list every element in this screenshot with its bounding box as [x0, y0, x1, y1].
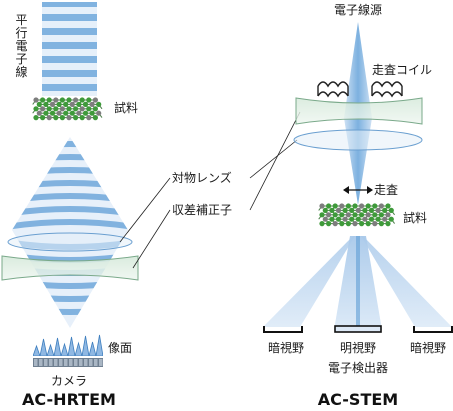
- hrtem-title: AC-HRTEM: [22, 390, 116, 409]
- scan-coil-left: [317, 81, 349, 98]
- stem-objective-lens: [293, 129, 423, 151]
- camera-sensor: [33, 358, 103, 367]
- stem-sample-label: 試料: [403, 210, 427, 225]
- scan-label: 走査: [374, 183, 398, 197]
- dark-field-left-label: 暗視野: [268, 340, 304, 355]
- image-plane-label: 像面: [108, 341, 132, 355]
- hrtem-sample-crystal: [32, 97, 103, 121]
- aberration-corrector-label: 収差補正子: [172, 203, 232, 217]
- parallel-beam: [42, 2, 97, 96]
- electron-source-label: 電子線源: [334, 2, 382, 17]
- detector-dark-field-right: [413, 326, 453, 333]
- dark-field-right-label: 暗視野: [410, 340, 446, 355]
- image-plane-intensity: [33, 334, 103, 356]
- dark-field-fan-left: [263, 236, 355, 327]
- scan-arrow: [343, 186, 373, 194]
- electron-detector-label: 電子検出器: [328, 361, 388, 375]
- parallel-beam-label: 平行電子線: [14, 14, 28, 79]
- stem-sample-crystal: [318, 203, 396, 227]
- hrtem-panel: 平行電子線 試料 像面 カメラ AC-HRTEM: [1, 2, 139, 409]
- hrtem-aberration-corrector: [1, 255, 139, 281]
- scan-coil-label: 走査コイル: [372, 63, 432, 77]
- bright-field-label: 明視野: [340, 340, 376, 355]
- camera-label: カメラ: [51, 374, 87, 388]
- scan-coil-right: [371, 81, 403, 98]
- hrtem-objective-lens: [7, 232, 133, 252]
- hrtem-sample-label: 試料: [114, 100, 138, 115]
- stem-panel: 電子線源 走査コイル 走査 試料: [263, 2, 453, 409]
- detector-bright-field: [334, 325, 382, 333]
- stem-aberration-corrector: [295, 97, 423, 125]
- stem-title: AC-STEM: [318, 390, 398, 409]
- shared-labels: 対物レンズ 収差補正子: [119, 111, 301, 269]
- detector-dark-field-left: [263, 326, 303, 333]
- objective-lens-label: 対物レンズ: [172, 170, 232, 185]
- dark-field-fan-right: [361, 236, 452, 327]
